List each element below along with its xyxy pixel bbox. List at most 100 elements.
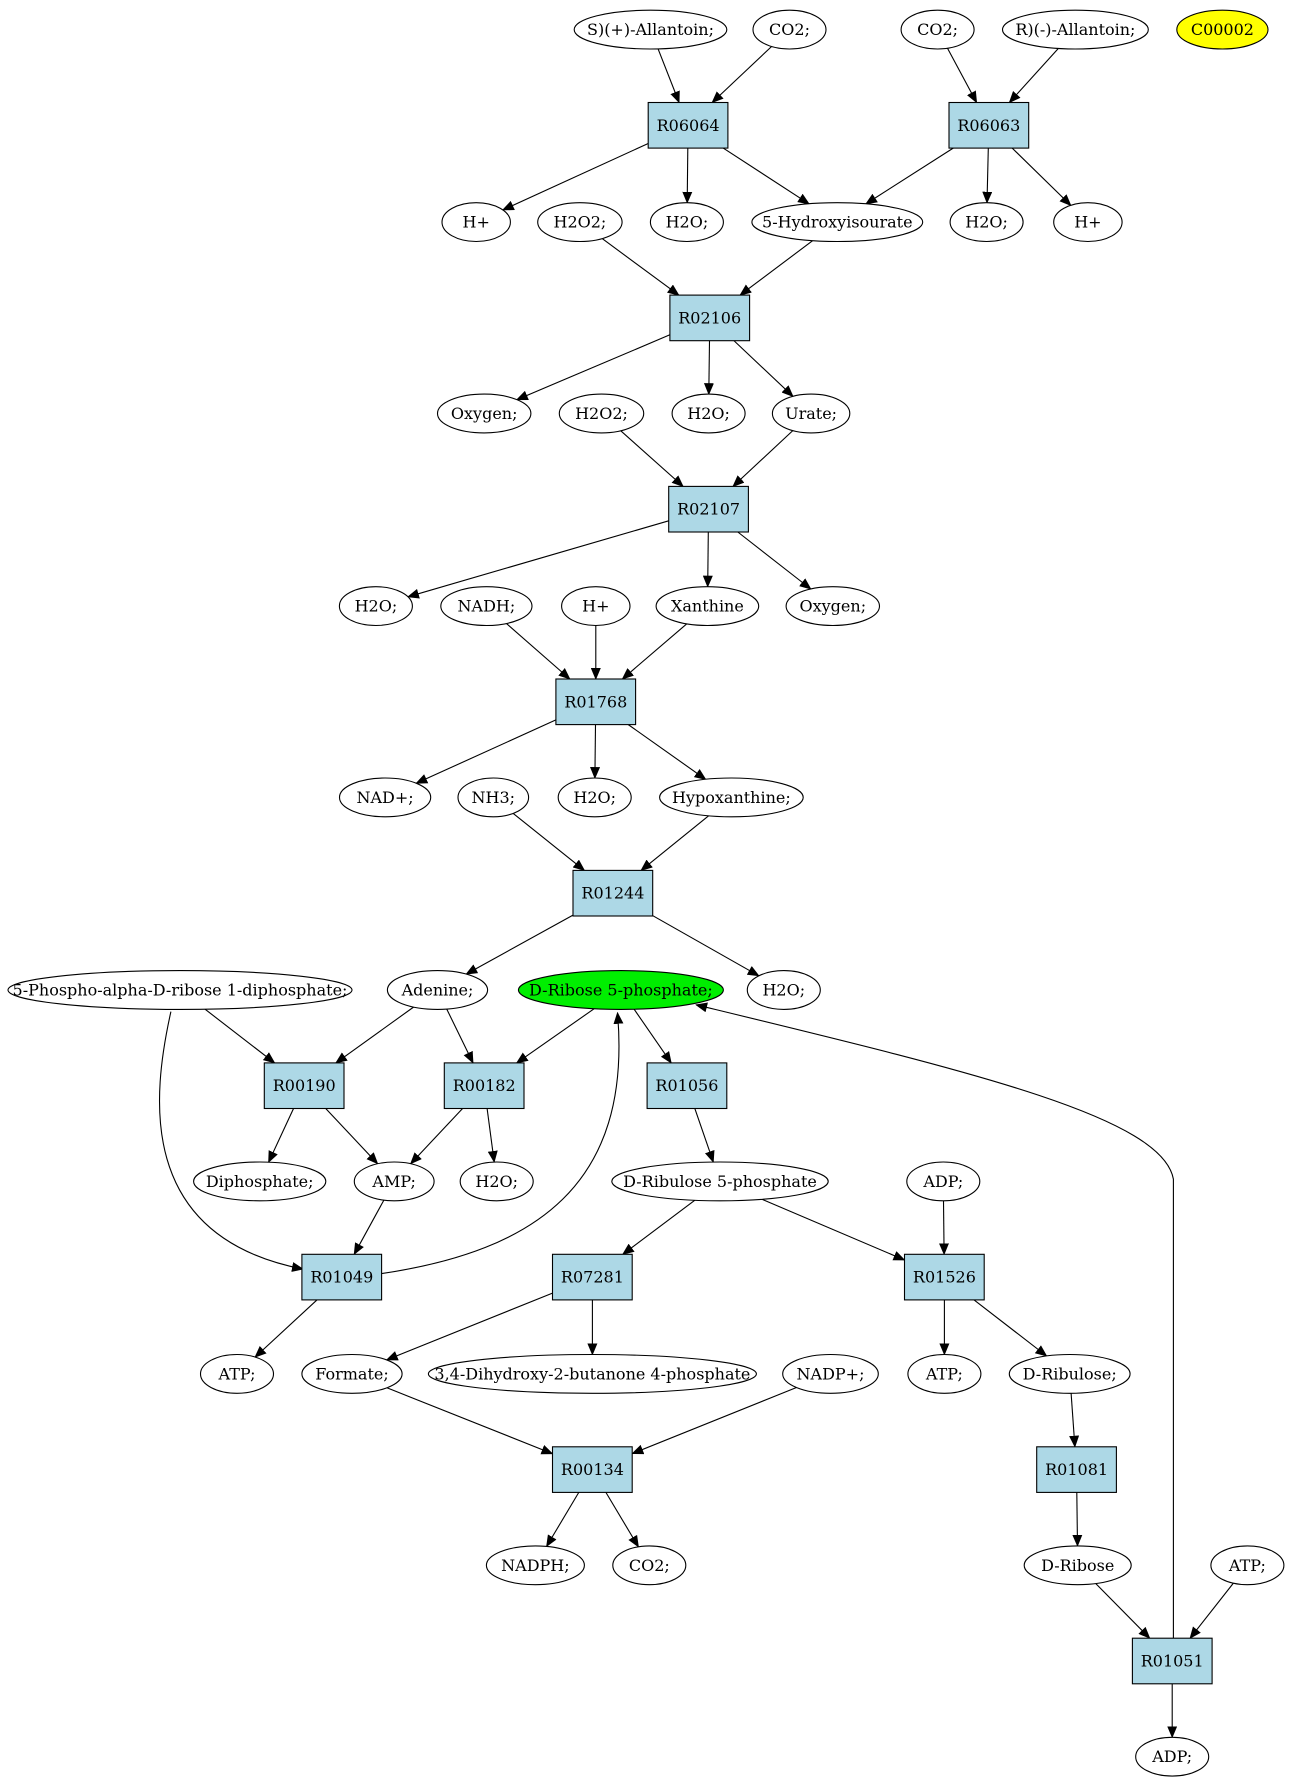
edge-layer bbox=[158, 46, 1234, 1739]
node-label: Hypoxanthine; bbox=[672, 788, 791, 807]
edge-r_R01051-to-c_ribose5p bbox=[695, 1002, 1174, 1639]
compound-node-c_prpp[interactable]: 5-Phospho-alpha-D-ribose 1-diphosphate; bbox=[7, 970, 353, 1010]
reaction-node-r_R02107[interactable]: R02107 bbox=[668, 485, 749, 533]
compound-node-c_adenine[interactable]: Adenine; bbox=[386, 970, 489, 1010]
edge-r_R02107-to-c_xanthine bbox=[702, 531, 713, 588]
reaction-node-r_R00182[interactable]: R00182 bbox=[443, 1062, 525, 1110]
compound-node-c_hydroxyisourate[interactable]: 5-Hydroxyisourate bbox=[751, 202, 924, 243]
compound-node-c_ribose5p[interactable]: D-Ribose 5-phosphate; bbox=[517, 970, 724, 1010]
edge-c_ribose5p-to-r_R00182 bbox=[515, 1008, 595, 1064]
compound-node-c_ribose[interactable]: D-Ribose bbox=[1023, 1545, 1132, 1586]
compound-node-c_hplus_a[interactable]: H+ bbox=[441, 202, 511, 243]
reaction-node-r_R01051[interactable]: R01051 bbox=[1131, 1637, 1213, 1685]
compound-ellipse bbox=[746, 970, 821, 1010]
compound-node-c_adp_b[interactable]: ADP; bbox=[1135, 1736, 1210, 1777]
edge-r_R02106-to-c_urate bbox=[733, 340, 794, 398]
node-label: H+ bbox=[463, 213, 490, 232]
reaction-node-r_R01056[interactable]: R01056 bbox=[646, 1062, 728, 1110]
compound-node-c_h2o_g[interactable]: H2O; bbox=[459, 1161, 534, 1202]
compound-node-c_h2o_d[interactable]: H2O; bbox=[338, 586, 413, 627]
node-label: R02107 bbox=[677, 500, 740, 519]
node-label: S)(+)-Allantoin; bbox=[587, 20, 714, 39]
compound-node-c_h2o2_b[interactable]: H2O2; bbox=[558, 393, 645, 434]
compound-node-c_atp_c[interactable]: ATP; bbox=[1210, 1545, 1285, 1586]
compound-node-c_h2o_e[interactable]: H2O; bbox=[557, 777, 632, 818]
reaction-node-r_R01244[interactable]: R01244 bbox=[572, 869, 654, 917]
compound-node-c_diphosphate[interactable]: Diphosphate; bbox=[193, 1161, 327, 1202]
compound-node-c_adp_a[interactable]: ADP; bbox=[906, 1161, 981, 1202]
edge-c_atp_c-to-r_R01051 bbox=[1189, 1582, 1234, 1639]
reaction-box bbox=[555, 678, 637, 726]
node-label: ATP; bbox=[218, 1364, 256, 1383]
compound-node-c_oxygen_a[interactable]: Oxygen; bbox=[436, 393, 532, 434]
compound-ellipse bbox=[386, 970, 489, 1010]
compound-node-c_c00002[interactable]: C00002 bbox=[1176, 9, 1269, 50]
reaction-box bbox=[647, 101, 729, 149]
compound-node-c_nadpplus[interactable]: NADP+; bbox=[782, 1353, 879, 1394]
compound-node-c_oxygen_b[interactable]: Oxygen; bbox=[785, 586, 881, 627]
node-label: ATP; bbox=[1228, 1556, 1266, 1575]
compound-ellipse bbox=[655, 586, 760, 627]
reaction-node-r_R06063[interactable]: R06063 bbox=[948, 101, 1030, 149]
node-label: 3,4-Dihydroxy-2-butanone 4-phosphate bbox=[434, 1364, 750, 1383]
compound-ellipse bbox=[611, 1161, 829, 1202]
reaction-node-r_R01049[interactable]: R01049 bbox=[301, 1253, 383, 1301]
reaction-node-r_R01768[interactable]: R01768 bbox=[555, 678, 637, 726]
compound-ellipse bbox=[338, 586, 413, 627]
compound-node-c_hplus_c[interactable]: H+ bbox=[561, 586, 631, 627]
node-label: Oxygen; bbox=[451, 404, 518, 423]
compound-node-c_nadh[interactable]: NADH; bbox=[440, 586, 533, 627]
compound-ellipse bbox=[573, 9, 728, 50]
compound-node-c_h2o_a[interactable]: H2O; bbox=[649, 202, 724, 243]
compound-node-c_xanthine[interactable]: Xanthine bbox=[655, 586, 760, 627]
compound-node-c_h2o_b[interactable]: H2O; bbox=[949, 202, 1024, 243]
compound-node-c_co2_c[interactable]: CO2; bbox=[612, 1545, 687, 1586]
compound-ellipse bbox=[7, 970, 353, 1010]
compound-ellipse bbox=[517, 970, 724, 1010]
compound-node-c_nh3[interactable]: NH3; bbox=[457, 777, 530, 818]
reaction-node-r_R02106[interactable]: R02106 bbox=[669, 294, 751, 342]
compound-node-c_dhbp[interactable]: 3,4-Dihydroxy-2-butanone 4-phosphate bbox=[427, 1353, 757, 1394]
compound-node-c_r_allantoin[interactable]: R)(-)-Allantoin; bbox=[1001, 9, 1149, 50]
compound-ellipse bbox=[441, 202, 511, 243]
compound-ellipse bbox=[612, 1545, 687, 1586]
node-label: H2O; bbox=[762, 981, 805, 1000]
compound-node-c_atp_a[interactable]: ATP; bbox=[199, 1353, 275, 1394]
compound-node-c_h2o2_a[interactable]: H2O2; bbox=[537, 202, 623, 243]
compound-node-c_ribulose[interactable]: D-Ribulose; bbox=[1008, 1353, 1131, 1394]
node-label: R00134 bbox=[561, 1460, 624, 1479]
node-label: R06063 bbox=[957, 116, 1020, 135]
compound-node-c_amp[interactable]: AMP; bbox=[353, 1161, 435, 1202]
compound-node-c_hypoxanthine[interactable]: Hypoxanthine; bbox=[659, 777, 804, 818]
edge-c_ribulose5p-to-r_R07281 bbox=[622, 1199, 696, 1255]
compound-node-c_nadplus[interactable]: NAD+; bbox=[338, 777, 432, 818]
compound-node-c_h2o_f[interactable]: H2O; bbox=[746, 970, 821, 1010]
reaction-node-r_R00190[interactable]: R00190 bbox=[263, 1062, 345, 1110]
edge-r_R01768-to-c_hypoxanthine bbox=[627, 724, 707, 780]
edge-r_R01244-to-c_h2o_f bbox=[652, 915, 760, 977]
reaction-node-r_R07281[interactable]: R07281 bbox=[551, 1253, 633, 1301]
reaction-node-r_R00134[interactable]: R00134 bbox=[551, 1446, 633, 1493]
compound-ellipse bbox=[785, 586, 881, 627]
node-label: AMP; bbox=[371, 1172, 416, 1191]
compound-node-c_co2_b[interactable]: CO2; bbox=[900, 9, 975, 50]
compound-node-c_hplus_b[interactable]: H+ bbox=[1053, 202, 1123, 243]
reaction-node-r_R01526[interactable]: R01526 bbox=[903, 1253, 985, 1301]
edge-r_R01049-to-c_ribose5p bbox=[381, 1011, 624, 1275]
compound-node-c_formate[interactable]: Formate; bbox=[301, 1353, 403, 1394]
compound-node-c_s_allantoin[interactable]: S)(+)-Allantoin; bbox=[573, 9, 728, 50]
compound-node-c_co2_a[interactable]: CO2; bbox=[752, 9, 827, 50]
compound-node-c_nadph[interactable]: NADPH; bbox=[485, 1545, 585, 1586]
node-label: Diphosphate; bbox=[206, 1172, 314, 1191]
compound-node-c_h2o_c[interactable]: H2O; bbox=[671, 393, 746, 434]
compound-ellipse bbox=[1008, 1353, 1131, 1394]
edge-c_nh3-to-r_R01244 bbox=[512, 812, 586, 872]
compound-node-c_ribulose5p[interactable]: D-Ribulose 5-phosphate bbox=[611, 1161, 829, 1202]
compound-node-c_atp_b[interactable]: ATP; bbox=[907, 1353, 982, 1394]
edge-r_R02107-to-c_oxygen_b bbox=[737, 531, 812, 590]
compound-node-c_urate[interactable]: Urate; bbox=[771, 393, 851, 434]
node-label: R02106 bbox=[678, 308, 741, 327]
reaction-node-r_R06064[interactable]: R06064 bbox=[647, 101, 729, 149]
reaction-node-r_R01081[interactable]: R01081 bbox=[1036, 1446, 1117, 1493]
